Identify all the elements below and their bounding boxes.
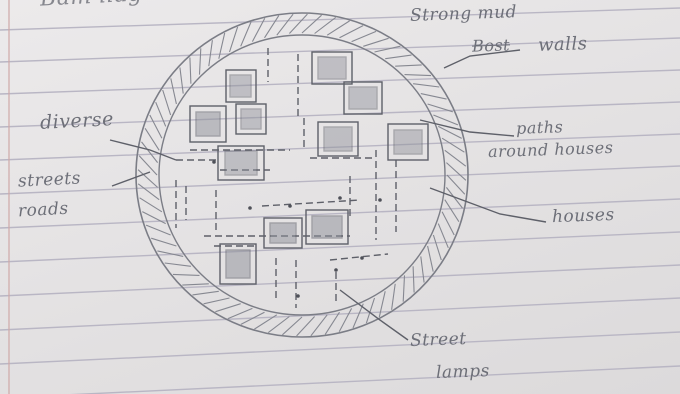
wall-hatch-stroke <box>428 246 434 272</box>
wall-hatch-stroke <box>265 16 279 38</box>
street-lamp <box>378 198 382 202</box>
wall-hatch-stroke <box>438 126 461 138</box>
wall-hatch-stroke <box>204 298 230 304</box>
wall-hatch-stroke <box>230 27 238 52</box>
wall-hatch-stroke <box>209 40 213 66</box>
wall-hatch-stroke <box>413 266 414 292</box>
walls-label-struck-word: Bost <box>472 35 511 55</box>
wall-hatch-stroke <box>438 224 448 248</box>
house <box>220 244 256 284</box>
wall-hatch-stroke <box>190 58 191 84</box>
house <box>190 106 226 142</box>
roads-label-line3: roads <box>18 199 70 222</box>
wall-hatch-stroke <box>445 200 459 222</box>
wall-hatch-stroke <box>200 48 201 74</box>
wall-hatch-stroke <box>156 102 166 126</box>
street-lamp <box>334 268 338 272</box>
paths-label-line1: paths <box>516 117 564 138</box>
street-lamp <box>288 204 292 208</box>
street-edge <box>330 254 388 260</box>
roads-label-line1: diverse <box>39 108 114 134</box>
house <box>218 146 264 180</box>
wall-hatch-stroke <box>228 308 253 318</box>
wall-hatch-stroke <box>421 94 447 100</box>
wall-hatch-stroke <box>352 31 377 41</box>
wall-hatch-stroke <box>363 38 388 46</box>
lamps-label-line2: lamps <box>436 361 490 383</box>
wall-hatch-stroke <box>442 212 454 235</box>
street-lamp <box>296 294 300 298</box>
house <box>264 218 302 248</box>
wall-hatch-stroke <box>151 238 176 246</box>
houses-label: houses <box>552 205 615 227</box>
lamps-leader <box>340 290 408 340</box>
street-lamp <box>248 206 252 210</box>
wall-hatch-stroke <box>379 291 385 317</box>
house <box>236 104 266 134</box>
wall-hatch-stroke <box>325 312 339 334</box>
house <box>312 52 352 84</box>
wall-hatch-stroke <box>421 256 424 282</box>
wall-hatch-stroke <box>180 68 183 94</box>
wall-hatch-stroke <box>193 291 219 295</box>
mud-wall-ring <box>136 13 468 337</box>
street-lamp <box>360 256 364 260</box>
wall-hatch-stroke <box>150 115 162 138</box>
roads-leader-2 <box>112 172 150 186</box>
wall-hatch-stroke <box>165 263 191 266</box>
wall-hatch-stroke <box>395 65 422 66</box>
wall-hatch-stroke <box>339 308 351 331</box>
wall-hatch-stroke <box>171 78 177 104</box>
street-edge <box>262 200 360 206</box>
rule-line <box>0 265 680 296</box>
wall-hatch-stroke <box>215 304 240 312</box>
wall-hatch-stroke <box>433 235 441 260</box>
roads-label-line2: streets <box>18 168 82 191</box>
walls-label-line1: Strong mud <box>410 2 518 26</box>
wall-hatch-stroke <box>241 22 251 46</box>
wall-hatch-stroke <box>392 284 396 310</box>
wall-hatch-stroke <box>403 275 404 301</box>
street-lamp <box>212 160 216 164</box>
lamps-label-line1: Street <box>410 329 467 351</box>
wall-hatch-stroke <box>340 26 364 38</box>
wall-hatch-stroke <box>173 274 200 275</box>
walls-label-line2: walls <box>538 33 588 56</box>
street-lamp <box>338 196 342 200</box>
wall-hatch-stroke <box>145 128 159 150</box>
rule-line <box>0 298 680 330</box>
house <box>344 82 382 114</box>
wall-hatch-stroke <box>405 75 432 76</box>
house <box>226 70 256 102</box>
wall-hatch-stroke <box>385 55 411 59</box>
wall-hatch-stroke <box>182 284 209 285</box>
rule-line <box>0 166 680 194</box>
houses <box>190 52 428 284</box>
wall-hatch-stroke <box>327 21 349 35</box>
wall-hatch-stroke <box>163 90 171 115</box>
wall-hatch-stroke <box>413 84 439 87</box>
wall-hatch-stroke <box>146 225 171 235</box>
house <box>318 122 358 156</box>
rule-line <box>0 366 680 394</box>
rule-line <box>0 332 680 364</box>
house <box>388 124 428 160</box>
wall-hatch-stroke <box>268 317 289 333</box>
wall-hatch-stroke <box>353 304 363 328</box>
